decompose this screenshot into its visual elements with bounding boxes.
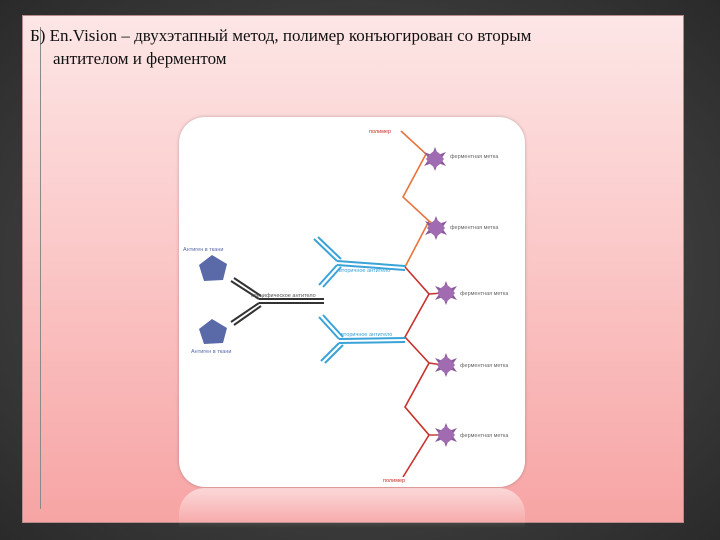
diagram-reflection	[179, 488, 525, 528]
secondary-antibody-top	[313, 236, 406, 288]
secondary-antibody-label-top: вторичное антитело	[339, 268, 390, 274]
diagram-card: ферментная метка ферментная метка фермен…	[179, 117, 525, 487]
title-line-2: антителом и ферментом	[53, 49, 227, 68]
enzyme-marker-1	[424, 147, 446, 171]
antigen-bottom	[199, 319, 227, 344]
enzyme-label-1: ферментная метка	[450, 154, 499, 160]
antigen-label-top: Антиген в ткани	[183, 247, 223, 253]
polymer-label-top: полимер	[369, 129, 391, 135]
enzyme-marker-5	[435, 423, 457, 447]
enzyme-label-4: ферментная метка	[460, 363, 509, 369]
secondary-antibody-label-bottom: вторичное антитело	[341, 332, 392, 338]
polymer-chain-bottom	[402, 266, 430, 478]
slide-title: Б) En.Vision – двухэтапный метод, полиме…	[30, 24, 670, 70]
secondary-antibody-bottom	[318, 314, 406, 364]
enzyme-marker-3	[435, 281, 457, 305]
enzyme-label-5: ферментная метка	[460, 433, 509, 439]
divider-line	[40, 27, 41, 509]
title-line-1: Б) En.Vision – двухэтапный метод, полиме…	[30, 26, 532, 45]
enzyme-label-3: ферментная метка	[460, 291, 509, 297]
polymer-label-bottom: полимер	[383, 478, 405, 484]
specific-antibody-label: специфическое антитело	[251, 293, 316, 299]
envision-diagram: ферментная метка ферментная метка фермен…	[183, 129, 509, 484]
polymer-chain-top	[400, 130, 430, 268]
antigen-top	[199, 255, 227, 281]
specific-antibody	[230, 277, 324, 326]
enzyme-marker-4	[435, 353, 457, 377]
enzyme-label-2: ферментная метка	[450, 225, 499, 231]
antigen-label-bottom: Антиген в ткани	[191, 349, 231, 355]
